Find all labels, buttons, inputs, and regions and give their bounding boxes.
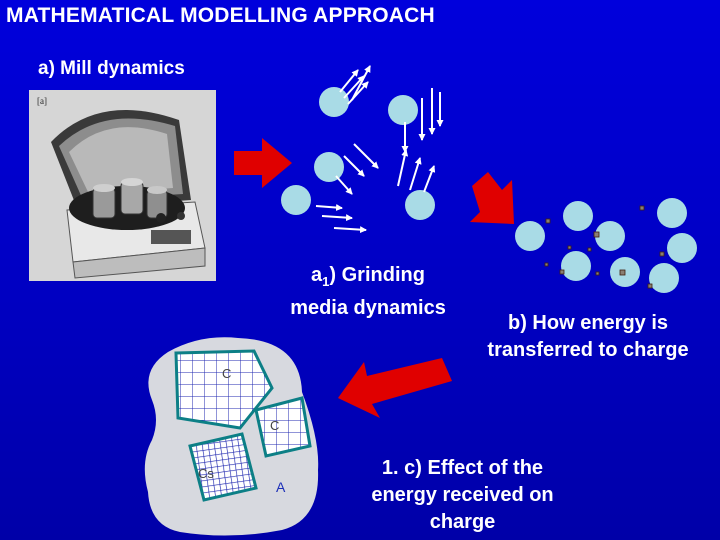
media-ball bbox=[515, 221, 545, 251]
media-ball bbox=[657, 198, 687, 228]
effect-label-line1: 1. c) Effect of the bbox=[382, 457, 543, 479]
media-ball bbox=[319, 87, 349, 117]
media-ball bbox=[667, 233, 697, 263]
media-ball bbox=[314, 152, 344, 182]
grinding-label-line1: ) Grinding bbox=[329, 264, 425, 286]
media-ball bbox=[563, 201, 593, 231]
grain-label-c1: C bbox=[222, 366, 231, 381]
grain-label-cs: Cs bbox=[198, 466, 214, 481]
grain-label-c2: C bbox=[270, 418, 279, 433]
effect-label-line3: charge bbox=[430, 511, 496, 533]
grinding-label-line2: media dynamics bbox=[290, 297, 446, 319]
media-ball bbox=[405, 190, 435, 220]
arrow-right bbox=[234, 138, 292, 188]
energy-effect-label: 1. c) Effect of the energy received on c… bbox=[340, 455, 585, 536]
grain-small bbox=[256, 398, 310, 456]
energy-label-line2: transferred to charge bbox=[487, 339, 688, 361]
energy-transfer-label: b) How energy is transferred to charge bbox=[462, 310, 714, 364]
media-ball bbox=[561, 251, 591, 281]
particle-diagram: C C Cs A bbox=[145, 337, 318, 535]
media-ball bbox=[281, 185, 311, 215]
media-ball bbox=[649, 263, 679, 293]
effect-label-line2: energy received on bbox=[371, 484, 553, 506]
grain-label-a: A bbox=[276, 479, 286, 495]
charge-ball-cluster bbox=[515, 198, 697, 293]
media-ball bbox=[595, 221, 625, 251]
grinding-media-group bbox=[281, 66, 440, 230]
grinding-label-prefix: a bbox=[311, 264, 322, 286]
media-ball bbox=[388, 95, 418, 125]
energy-label-line1: b) How energy is bbox=[508, 312, 668, 334]
grinding-media-label: a1) Grinding media dynamics bbox=[268, 262, 468, 321]
arrow-down-left bbox=[338, 358, 452, 418]
arrow-down-right bbox=[470, 172, 514, 224]
